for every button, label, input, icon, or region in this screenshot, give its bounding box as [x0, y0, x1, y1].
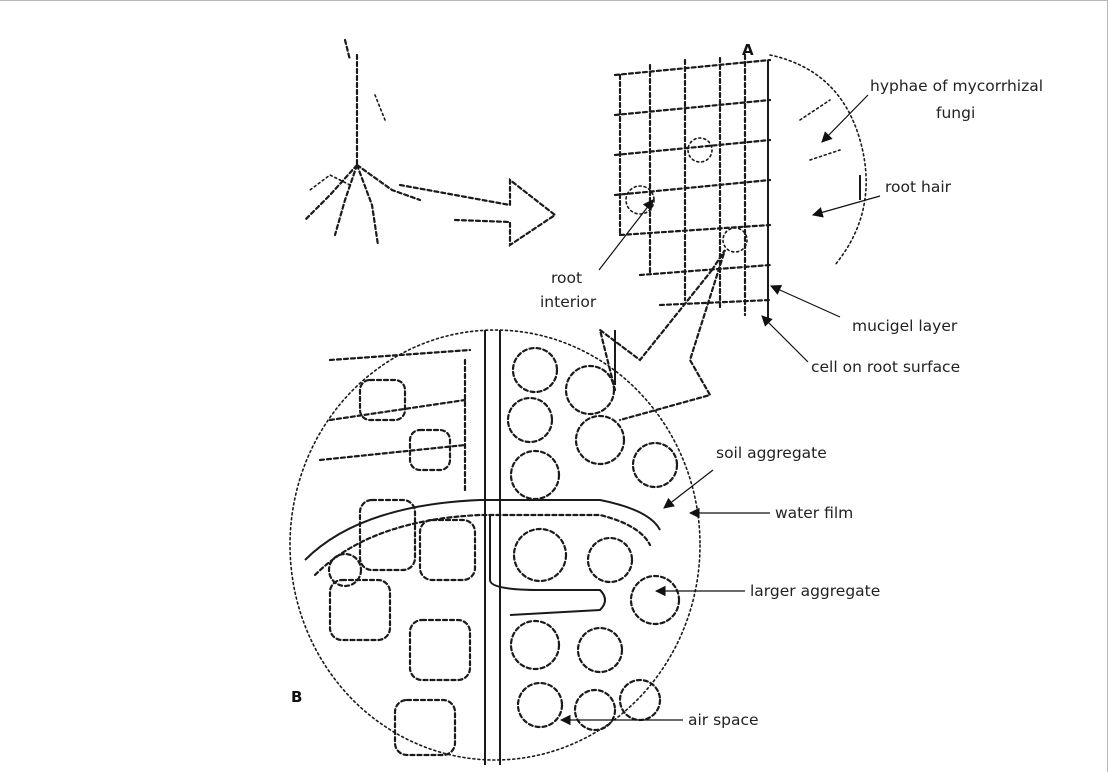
label-hyphae-line2: fungi: [936, 104, 975, 122]
leader-mucigel: [771, 286, 840, 317]
label-air-space: air space: [688, 711, 759, 729]
leader-soil-aggregate: [664, 470, 713, 508]
label-hyphae-line1: hyphae of mycorrhizal: [870, 77, 1043, 95]
rhizosphere-boundary: [770, 55, 866, 265]
label-root-interior-line1: root: [551, 269, 582, 287]
plant-sketch: [305, 40, 420, 245]
label-soil-aggregate: soil aggregate: [716, 444, 827, 462]
label-root-interior-line2: interior: [540, 293, 597, 311]
label-water-film: water film: [775, 504, 853, 522]
leader-root-hair: [813, 196, 880, 215]
zoom-wedge-right: [620, 250, 725, 420]
leader-hyphae: [822, 95, 868, 142]
panel-label-a: A: [742, 41, 754, 59]
root-cell-grid: [615, 55, 770, 318]
leader-cell-surface: [762, 316, 808, 362]
magnify-arrow: [400, 180, 555, 245]
panel-label-b: B: [291, 688, 302, 706]
water-film-line: [305, 500, 660, 560]
leader-root-interior: [599, 200, 653, 270]
aggregate-boundary: [290, 330, 700, 760]
label-cell-on-root-surface: cell on root surface: [811, 358, 960, 376]
label-root-hair: root hair: [885, 178, 952, 196]
aggregates: [329, 348, 679, 730]
soil-aggregate-b: [290, 330, 700, 765]
label-mucigel-layer: mucigel layer: [852, 317, 958, 335]
label-larger-aggregate: larger aggregate: [750, 582, 880, 600]
